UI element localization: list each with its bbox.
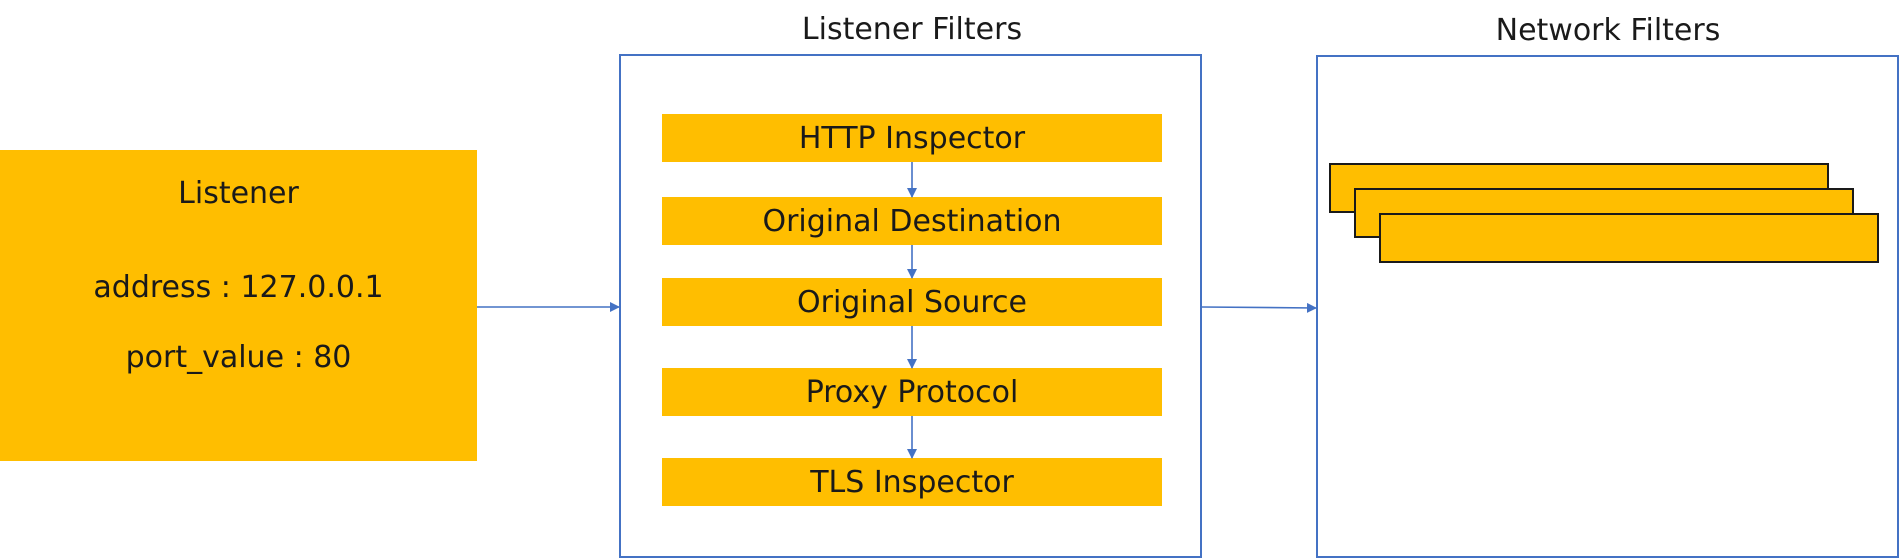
listener-address: address : 127.0.0.1	[93, 270, 384, 305]
filter-proxy-protocol: Proxy Protocol	[662, 368, 1162, 416]
filter-http-inspector: HTTP Inspector	[662, 114, 1162, 162]
network-filters-title: Network Filters	[1495, 13, 1721, 48]
network-filters-group	[1316, 55, 1899, 558]
filter-original-source: Original Source	[662, 278, 1162, 326]
listener-title: Listener	[178, 176, 299, 211]
listener-port: port_value : 80	[125, 340, 352, 375]
listener-filters-title: Listener Filters	[801, 12, 1023, 47]
network-filter-card-3	[1379, 213, 1879, 263]
arrow-listener-filters-to-network-filters	[1201, 302, 1317, 313]
listener-block: Listener address : 127.0.0.1 port_value …	[0, 150, 477, 461]
filter-original-destination: Original Destination	[662, 197, 1162, 245]
filter-tls-inspector: TLS Inspector	[662, 458, 1162, 506]
